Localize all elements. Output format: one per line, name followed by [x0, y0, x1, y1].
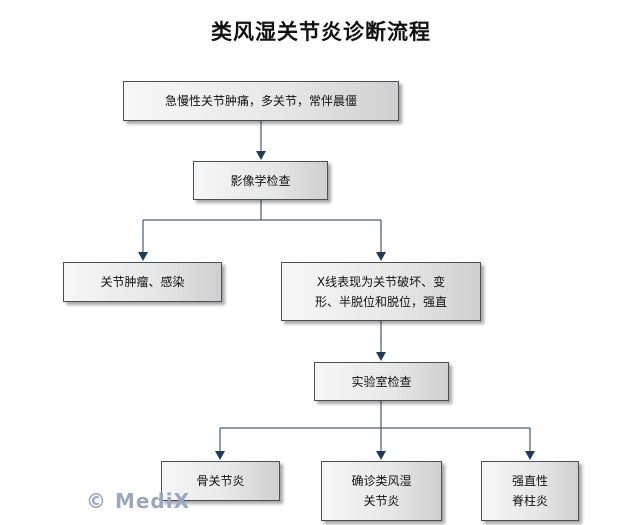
diagram-title: 类风湿关节炎诊断流程	[211, 20, 431, 44]
node-osteoarthritis-label: 骨关节炎	[196, 474, 245, 488]
node-osteoarthritis: 骨关节炎	[161, 461, 280, 501]
node-symptoms-label: 急慢性关节肿痛，多关节，常伴晨僵	[164, 94, 357, 108]
node-imaging-label: 影像学检查	[230, 173, 291, 188]
node-rheumatoid-arthritis: 确诊类风湿 关节炎	[321, 461, 442, 521]
node-symptoms: 急慢性关节肿痛，多关节，常伴晨僵	[123, 81, 399, 121]
node-lab-label: 实验室检查	[351, 374, 412, 389]
watermark: © MediX	[86, 489, 191, 513]
node-tumor-infection-label: 关节肿瘤、感染	[100, 275, 185, 289]
node-lab: 实验室检查	[314, 362, 449, 401]
node-ankylosing-spondylitis: 强直性 脊柱炎	[481, 461, 579, 521]
node-imaging: 影像学检查	[193, 161, 328, 200]
node-rheumatoid-arthritis-label: 确诊类风湿 关节炎	[351, 474, 412, 508]
node-tumor-infection: 关节肿瘤、感染	[63, 262, 222, 302]
node-xray-label: X线表现为关节破坏、变 形、半脱位和脱位，强直	[314, 274, 447, 309]
node-ankylosing-spondylitis-label: 强直性 脊柱炎	[511, 474, 548, 508]
node-xray: X线表现为关节破坏、变 形、半脱位和脱位，强直	[281, 262, 481, 321]
